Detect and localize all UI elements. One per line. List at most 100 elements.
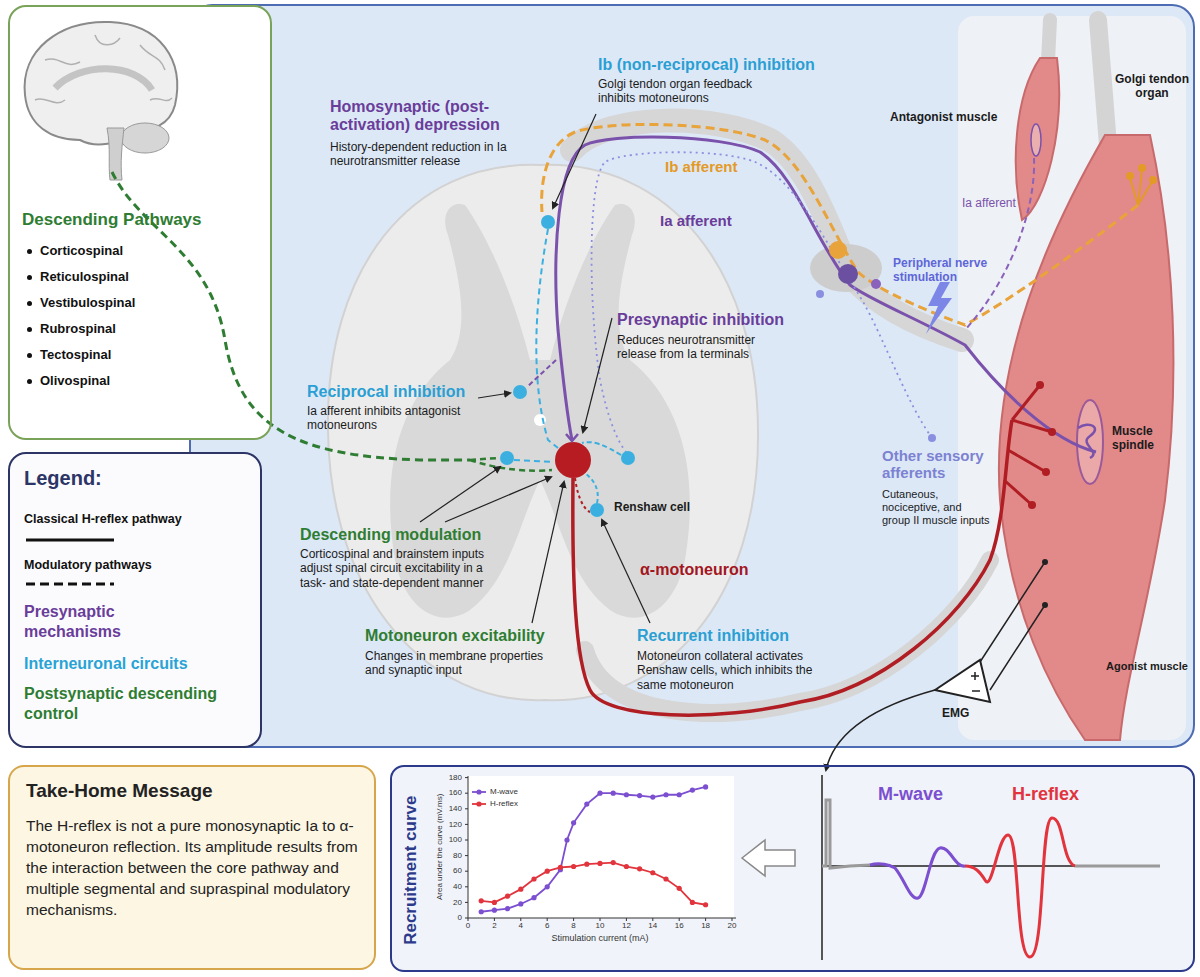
brain-drawing bbox=[25, 22, 178, 180]
emg-amplifier-part bbox=[826, 690, 935, 770]
list-item: Rubrospinal bbox=[40, 321, 116, 337]
golgi-tendon-organ bbox=[1126, 164, 1157, 205]
tick-label: 0 bbox=[466, 921, 470, 931]
ia-terminal bbox=[566, 434, 578, 441]
emg-amplifier-part bbox=[935, 660, 990, 702]
tick-label: 12 bbox=[622, 921, 631, 931]
tick-label: 6 bbox=[545, 921, 549, 931]
h-reflex-line bbox=[481, 863, 705, 905]
legend-color-text: Interneuronal circuits bbox=[24, 654, 249, 674]
annotation-heading: Ib (non-reciprocal) inhibition bbox=[598, 56, 888, 74]
dorsal-root bbox=[572, 121, 962, 340]
m-wave-point bbox=[479, 909, 484, 914]
tick-label: 14 bbox=[648, 921, 657, 931]
brain-drawing-part bbox=[35, 35, 172, 103]
endplate bbox=[1048, 428, 1056, 436]
afferent-ending bbox=[928, 434, 936, 442]
interneuron bbox=[500, 451, 514, 465]
pathways-ground bbox=[9, 6, 271, 439]
stimulation-label: Peripheral nerve stimulation bbox=[893, 256, 993, 285]
interneuron bbox=[541, 215, 555, 229]
legend-panel: Legend:Classical H-reflex pathwayModulat… bbox=[8, 452, 262, 748]
antagonist-ia-afferent bbox=[965, 158, 1034, 330]
m-wave-point bbox=[624, 792, 629, 797]
leader-lines-part bbox=[445, 477, 551, 522]
annotation-heading: Reciprocal inhibition bbox=[307, 383, 487, 401]
antagonist-muscle bbox=[1016, 58, 1059, 220]
tick-label: 160 bbox=[449, 788, 462, 798]
panel-title: Recruitment curve bbox=[402, 795, 422, 944]
ganglion-cell bbox=[829, 241, 847, 259]
alpha-motoneuron-axon bbox=[573, 420, 1012, 715]
h-reflex-point bbox=[531, 876, 536, 881]
h-reflex-point bbox=[650, 870, 655, 875]
m-wave-point bbox=[690, 787, 695, 792]
annotation-body: Motoneuron collateral activates Renshaw … bbox=[637, 649, 832, 692]
annotation-body: Changes in membrane properties and synap… bbox=[365, 649, 555, 678]
bullet bbox=[27, 379, 32, 384]
axis-title: Stimulation current (mA) bbox=[551, 933, 648, 944]
bullet bbox=[27, 353, 32, 358]
part-label: Agonist muscle bbox=[1106, 660, 1188, 673]
small-spindle bbox=[1031, 124, 1041, 156]
legend-color-text: Presynaptic mechanisms bbox=[24, 602, 174, 642]
bullet bbox=[27, 249, 32, 254]
m-wave-point bbox=[518, 901, 523, 906]
legend-text: Classical H-reflex pathway bbox=[24, 512, 182, 527]
m-wave-point bbox=[677, 792, 682, 797]
h-reflex-point bbox=[505, 894, 510, 899]
axis-lines bbox=[468, 776, 736, 918]
emg-amplifier-part bbox=[1042, 602, 1048, 608]
emg-amplifier bbox=[826, 559, 1048, 770]
tick-label: 40 bbox=[453, 882, 462, 892]
leader-lines-part bbox=[583, 318, 612, 432]
plot-area bbox=[468, 776, 734, 918]
annotation-body: Ia afferent inhibits antagonist motoneur… bbox=[307, 404, 492, 433]
stimulation-bolt bbox=[926, 282, 952, 334]
tick-label: 140 bbox=[449, 804, 462, 814]
golgi-tendon-organ-part bbox=[1126, 172, 1134, 180]
tick-label: 120 bbox=[449, 820, 462, 830]
motoneuron bbox=[555, 442, 591, 478]
agonist-muscle bbox=[999, 135, 1174, 740]
tick-label: 10 bbox=[596, 921, 605, 931]
chart-legend-mark bbox=[476, 801, 481, 806]
endplate bbox=[1036, 381, 1044, 389]
part-label: Muscle spindle bbox=[1112, 424, 1172, 453]
h-reflex-point bbox=[518, 887, 523, 892]
ganglion-cell bbox=[816, 290, 824, 298]
muscle-spindle-part bbox=[1078, 425, 1095, 458]
legend-title: Legend: bbox=[24, 466, 102, 490]
endplate bbox=[1028, 501, 1036, 509]
list-item: Reticulospinal bbox=[40, 269, 129, 285]
m-wave-point bbox=[564, 837, 569, 842]
other-afferents bbox=[592, 152, 932, 452]
endplate bbox=[1042, 468, 1050, 476]
annotation-body: Golgi tendon organ feedback inhibits mot… bbox=[598, 77, 783, 106]
tick-marks bbox=[465, 778, 732, 921]
leader-lines-part bbox=[420, 467, 500, 522]
m-wave-point bbox=[611, 791, 616, 796]
bullet bbox=[27, 275, 32, 280]
brain-drawing-part bbox=[107, 128, 124, 180]
emg-amplifier-part bbox=[980, 562, 1045, 690]
m-wave-point bbox=[663, 792, 668, 797]
m-wave-point bbox=[545, 884, 550, 889]
interneuron bbox=[513, 385, 527, 399]
tick-label: 20 bbox=[453, 898, 462, 908]
h-reflex-point bbox=[624, 864, 629, 869]
annotation-body: Cutaneous, nociceptive, and group II mus… bbox=[882, 488, 990, 528]
bullet bbox=[27, 327, 32, 332]
emg-amplifier-part bbox=[1042, 559, 1048, 565]
part-label: Golgi tendon organ bbox=[1112, 72, 1192, 101]
leader-lines-part bbox=[553, 114, 596, 208]
h-reflex-point bbox=[663, 876, 668, 881]
take-home-ground bbox=[9, 766, 375, 969]
ia-afferent bbox=[556, 137, 1096, 452]
trace-label: M-wave bbox=[878, 784, 943, 806]
emg-trace-part bbox=[822, 775, 1160, 960]
part-label: EMG bbox=[942, 706, 969, 720]
renshaw-cell bbox=[590, 503, 604, 517]
tick-label: 60 bbox=[453, 866, 462, 876]
